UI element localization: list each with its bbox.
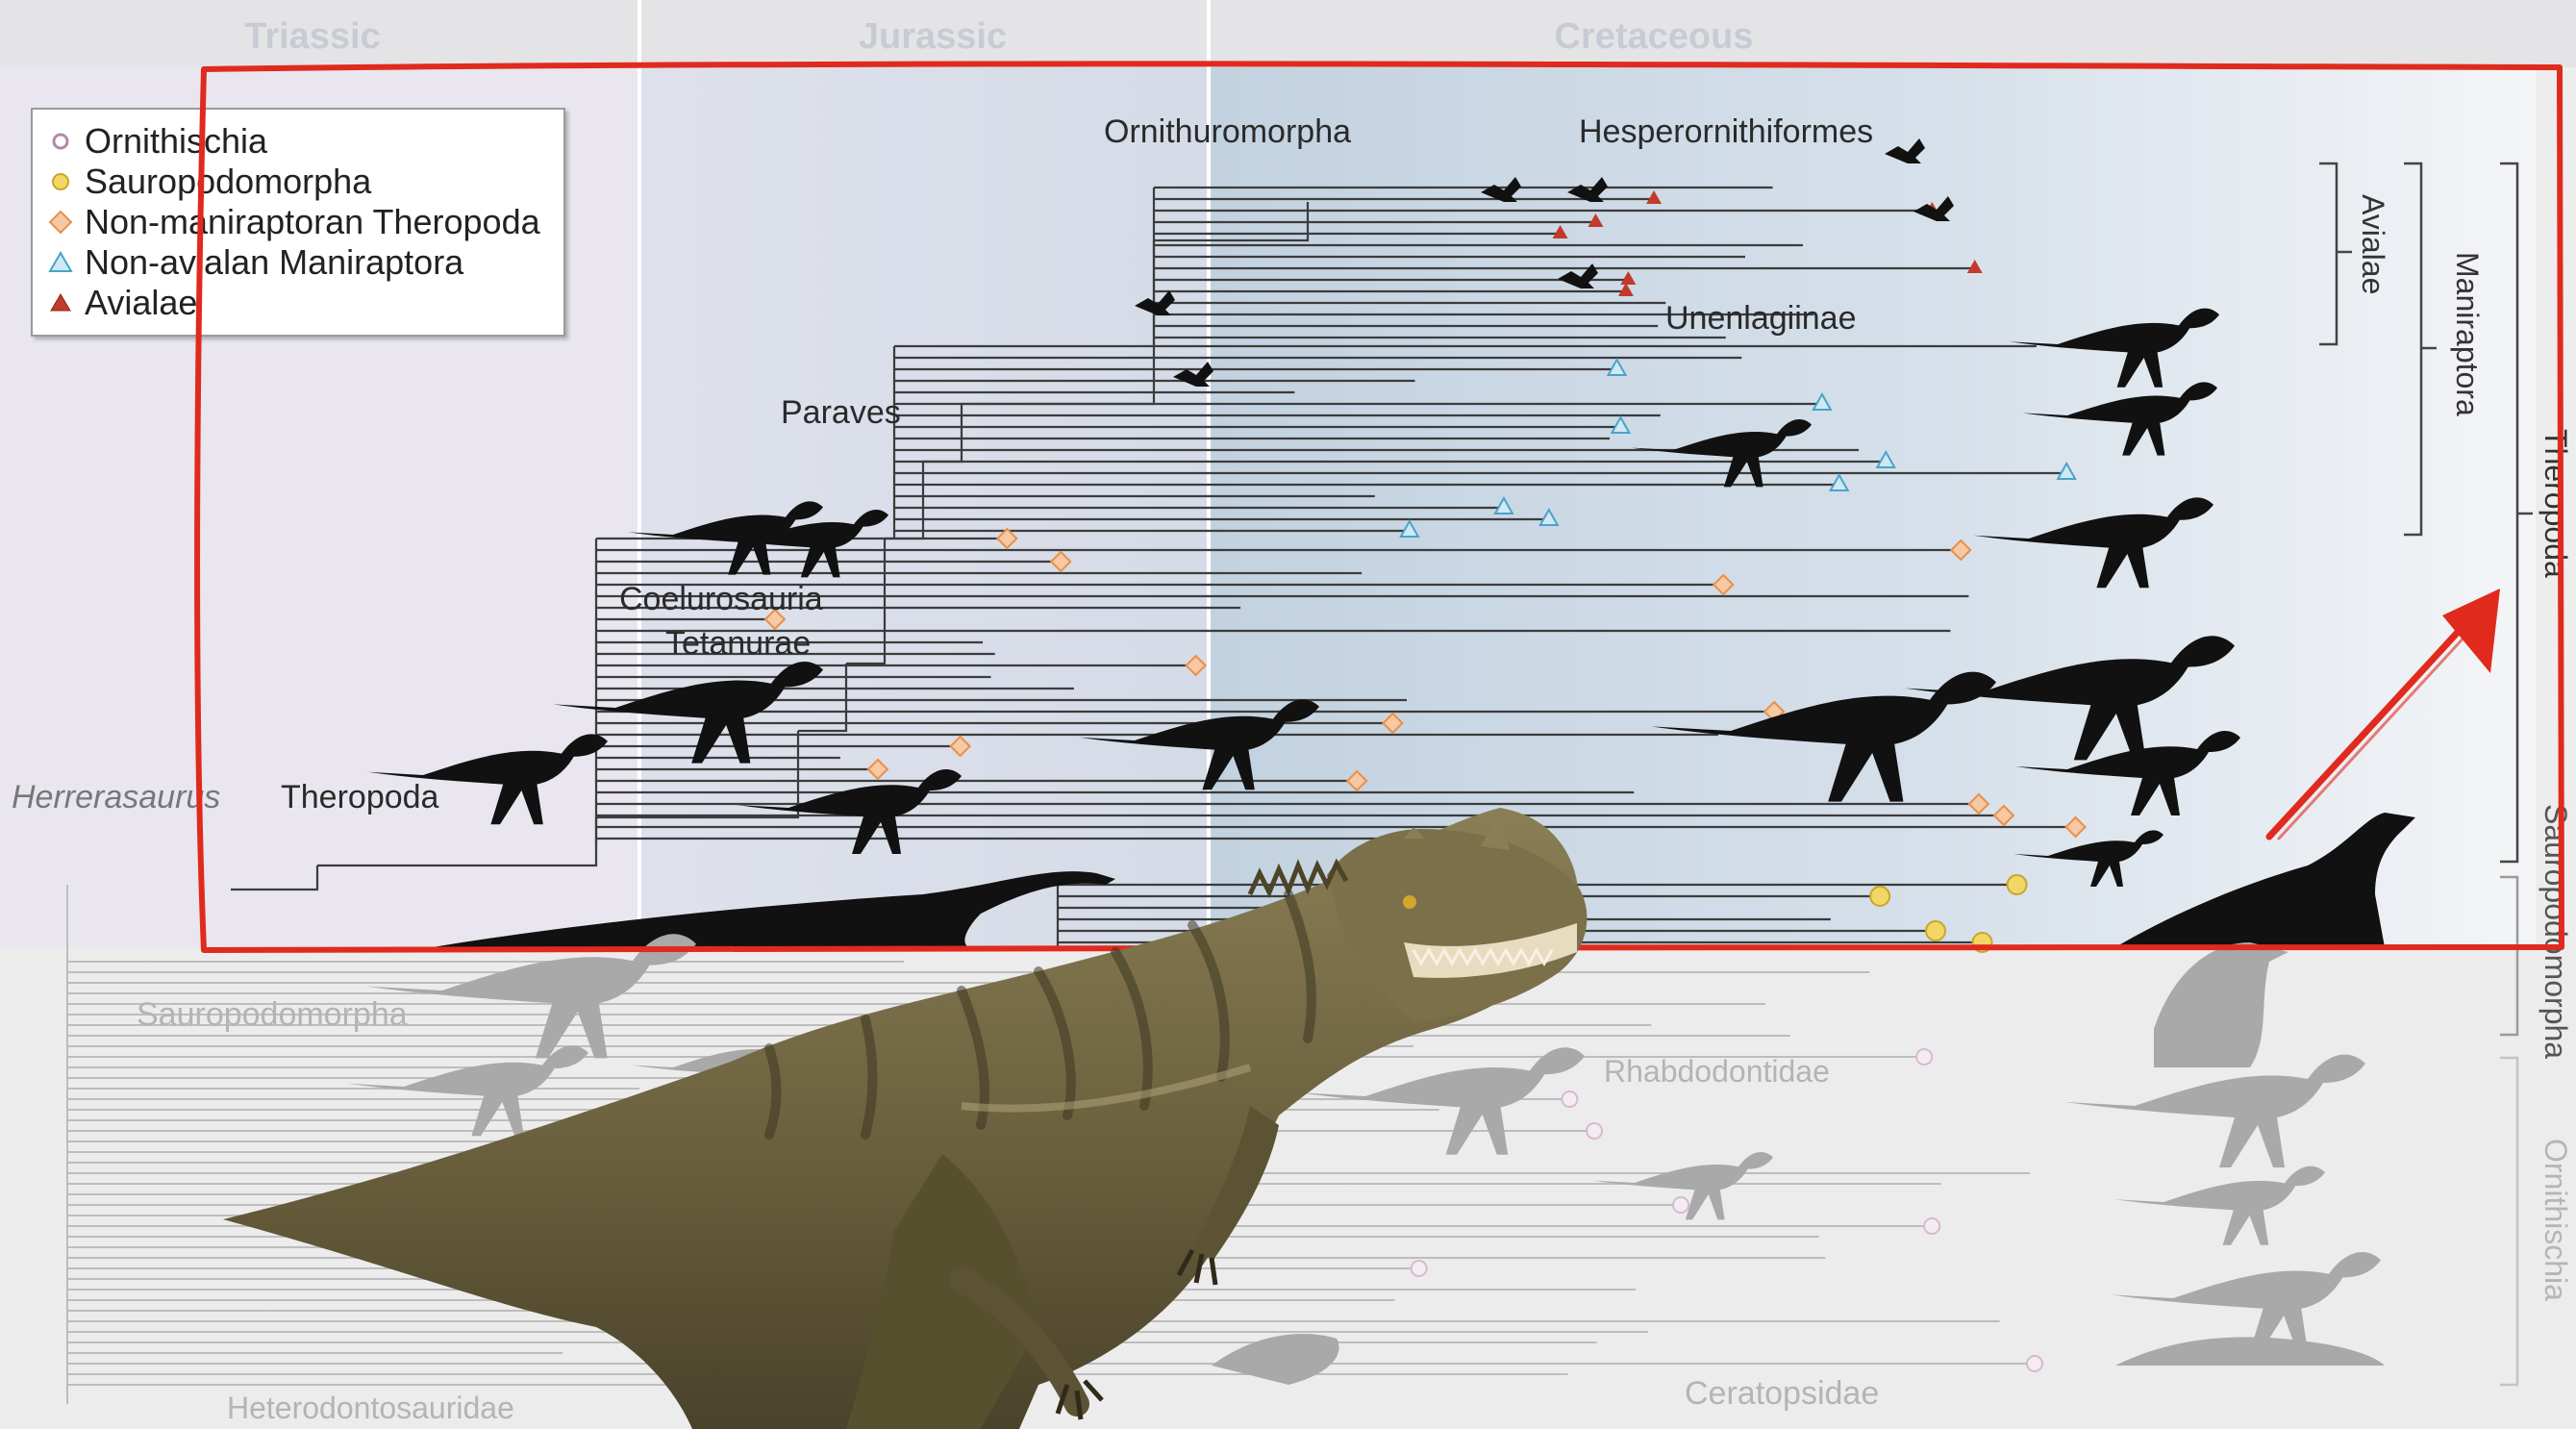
arrow-head-icon	[2442, 589, 2500, 673]
highlight-box	[197, 63, 2562, 950]
ceratosaurus-illustration	[223, 808, 1587, 1429]
red-arrow	[2269, 615, 2479, 839]
eye-icon	[1403, 895, 1416, 909]
clade-brackets	[2319, 163, 2533, 1385]
